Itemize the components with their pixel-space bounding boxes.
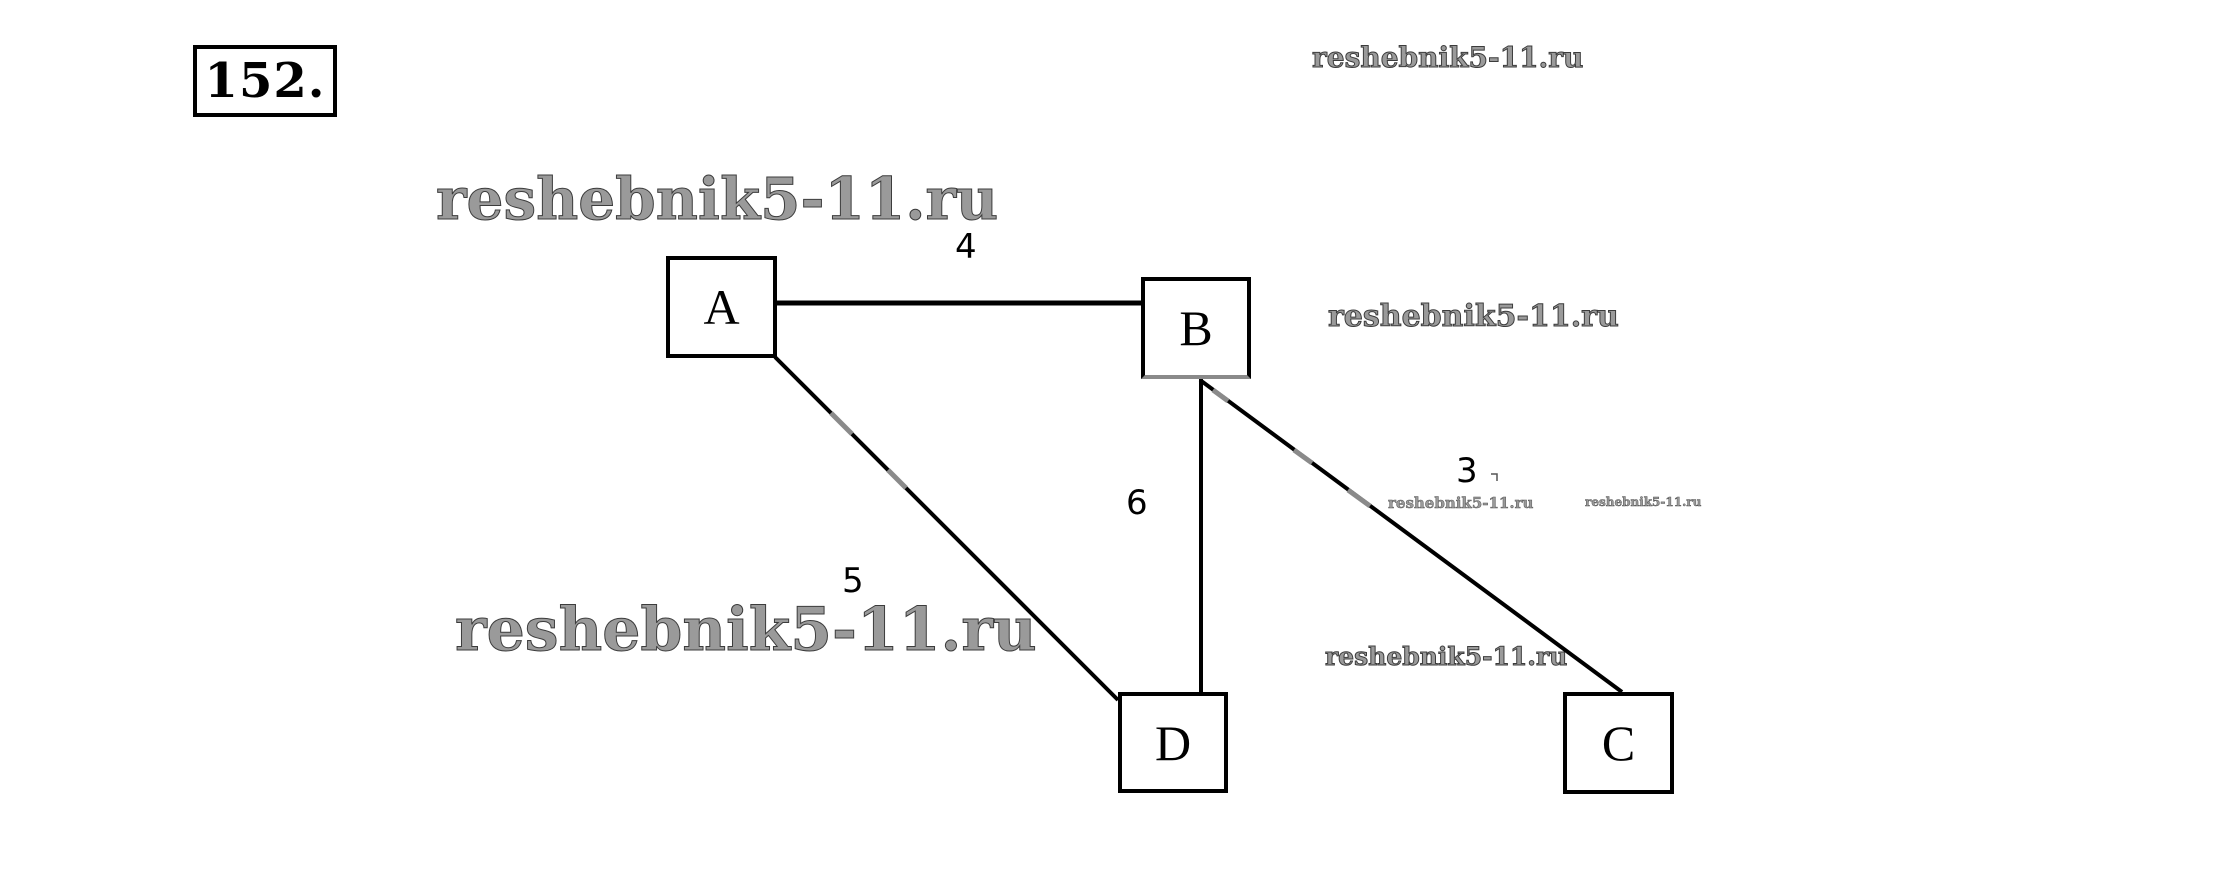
watermark-bottom-center: reshebnik5-11.ru [1324,642,1568,671]
node-c-label: C [1601,715,1636,771]
watermark-tiny-right: reshebnik5-11.ru [1585,495,1702,509]
edge-weight-a-b: 4 [955,227,977,267]
node-d-label: D [1154,714,1192,771]
watermark-lower-left: reshebnik5-11.ru [455,595,1038,665]
node-d: D [1118,692,1228,793]
problem-number: 152. [193,45,337,117]
node-a-label: A [703,279,740,335]
edge-a-d [773,355,1120,702]
node-c: C [1563,692,1674,794]
node-b-label: B [1179,300,1213,356]
watermark-top-right: reshebnik5-11.ru [1311,41,1584,74]
watermark-upper-left: reshebnik5-11.ru [435,165,999,233]
watermark-right-of-b: reshebnik5-11.ru [1328,299,1620,334]
edge-b-c [1198,378,1624,694]
edge-weight-b-d: 6 [1126,483,1148,523]
node-b: B [1141,277,1251,379]
watermark-tiny-center: reshebnik5-11.ru [1388,494,1534,512]
node-a: A [666,256,777,358]
stray-mark [1491,473,1498,481]
edge-weight-a-d: 5 [842,561,864,601]
problem-number-text: 152. [204,53,326,109]
edge-weight-b-c: 3 [1456,451,1478,491]
